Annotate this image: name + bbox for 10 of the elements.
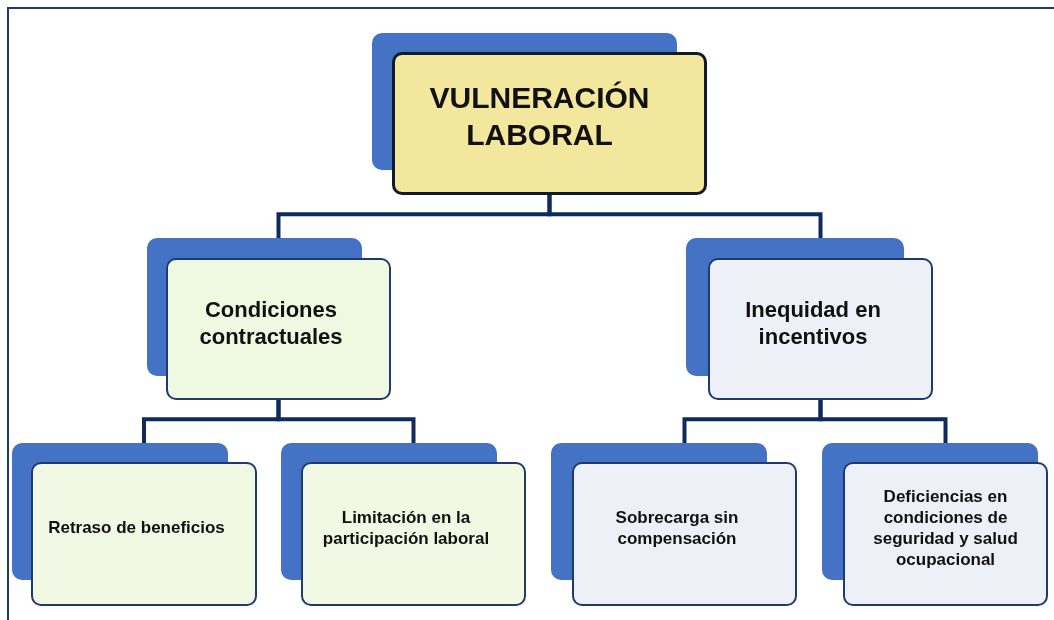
node-text: Inequidad en incentivos [744,295,882,351]
node-text: Condiciones contractuales [198,295,344,351]
connector-line [276,400,416,443]
node-text: Limitación en la participación laboral [321,506,491,550]
connector-line [818,400,948,443]
node-text: VULNERACIÓN LABORAL [428,79,651,153]
node-text: Retraso de beneficios [48,517,225,539]
node-text: Sobrecarga sin compensación [614,506,740,550]
node-text: Deficiencias en condiciones de seguridad y salud ocupacional [872,485,1019,571]
connector-line [547,195,823,238]
